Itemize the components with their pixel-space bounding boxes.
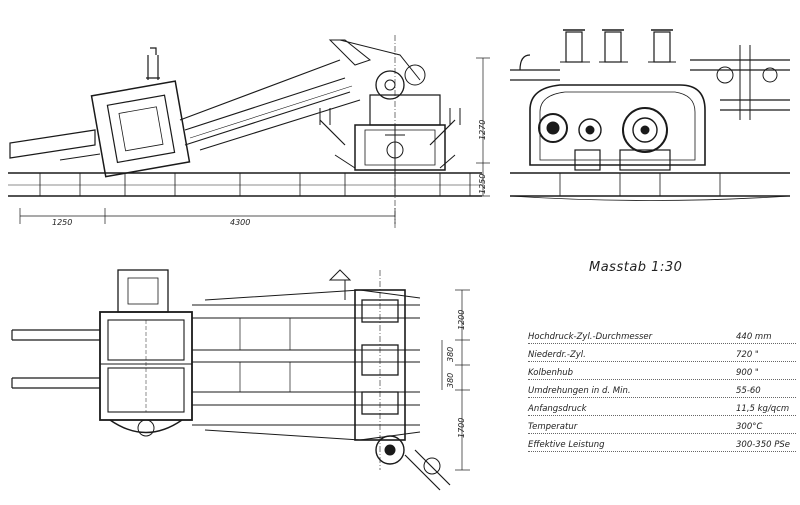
spec-value: 300°C <box>736 422 763 432</box>
dim-1200-vertical: 1200 <box>457 309 466 330</box>
spec-leader-line <box>528 379 796 380</box>
dim-380-vertical-a: 380 <box>446 346 455 362</box>
spec-value: 55-60 <box>736 386 761 396</box>
spec-value: 440 mm <box>736 332 772 342</box>
spec-row: Umdrehungen in d. Min. 55-60 <box>528 383 796 401</box>
spec-value: 11,5 kg/qcm <box>736 404 790 414</box>
spec-row: Anfangsdruck 11,5 kg/qcm <box>528 401 796 419</box>
dim-380-vertical-b: 380 <box>446 372 455 388</box>
spec-label: Anfangsdruck <box>528 404 587 414</box>
spec-label: Temperatur <box>528 422 578 432</box>
spec-value: 900 " <box>736 368 759 378</box>
spec-label: Umdrehungen in d. Min. <box>528 386 631 396</box>
spec-row: Temperatur 300°C <box>528 419 796 437</box>
spec-row: Hochdruck-Zyl.-Durchmesser 440 mm <box>528 329 796 347</box>
spec-leader-line <box>528 343 796 344</box>
dim-1250-vertical: 1250 <box>478 173 487 194</box>
spec-value: 300-350 PSe <box>736 440 790 450</box>
spec-label: Kolbenhub <box>528 368 574 378</box>
spec-row: Kolbenhub 900 " <box>528 365 796 383</box>
specifications-table: Hochdruck-Zyl.-Durchmesser 440 mm Nieder… <box>528 329 796 455</box>
spec-leader-line <box>528 361 796 362</box>
spec-value: 720 " <box>736 350 759 360</box>
spec-row: Effektive Leistung 300-350 PSe <box>528 437 796 455</box>
spec-label: Effektive Leistung <box>528 440 605 450</box>
scale-label: Masstab 1:30 <box>589 260 683 275</box>
spec-label: Niederdr.-Zyl. <box>528 350 586 360</box>
dim-1700-vertical: 1700 <box>457 417 466 438</box>
spec-leader-line <box>528 397 796 398</box>
spec-label: Hochdruck-Zyl.-Durchmesser <box>528 332 653 342</box>
end-elevation-view <box>509 29 791 201</box>
spec-leader-line <box>528 451 796 452</box>
side-elevation-view <box>8 35 490 230</box>
plan-view <box>11 269 470 491</box>
dim-1270-vertical: 1270 <box>478 119 487 140</box>
dim-1250-horizontal: 1250 <box>52 218 73 227</box>
spec-leader-line <box>528 415 796 416</box>
spec-leader-line <box>528 433 796 434</box>
spec-row: Niederdr.-Zyl. 720 " <box>528 347 796 365</box>
dim-4300-horizontal: 4300 <box>230 218 251 227</box>
